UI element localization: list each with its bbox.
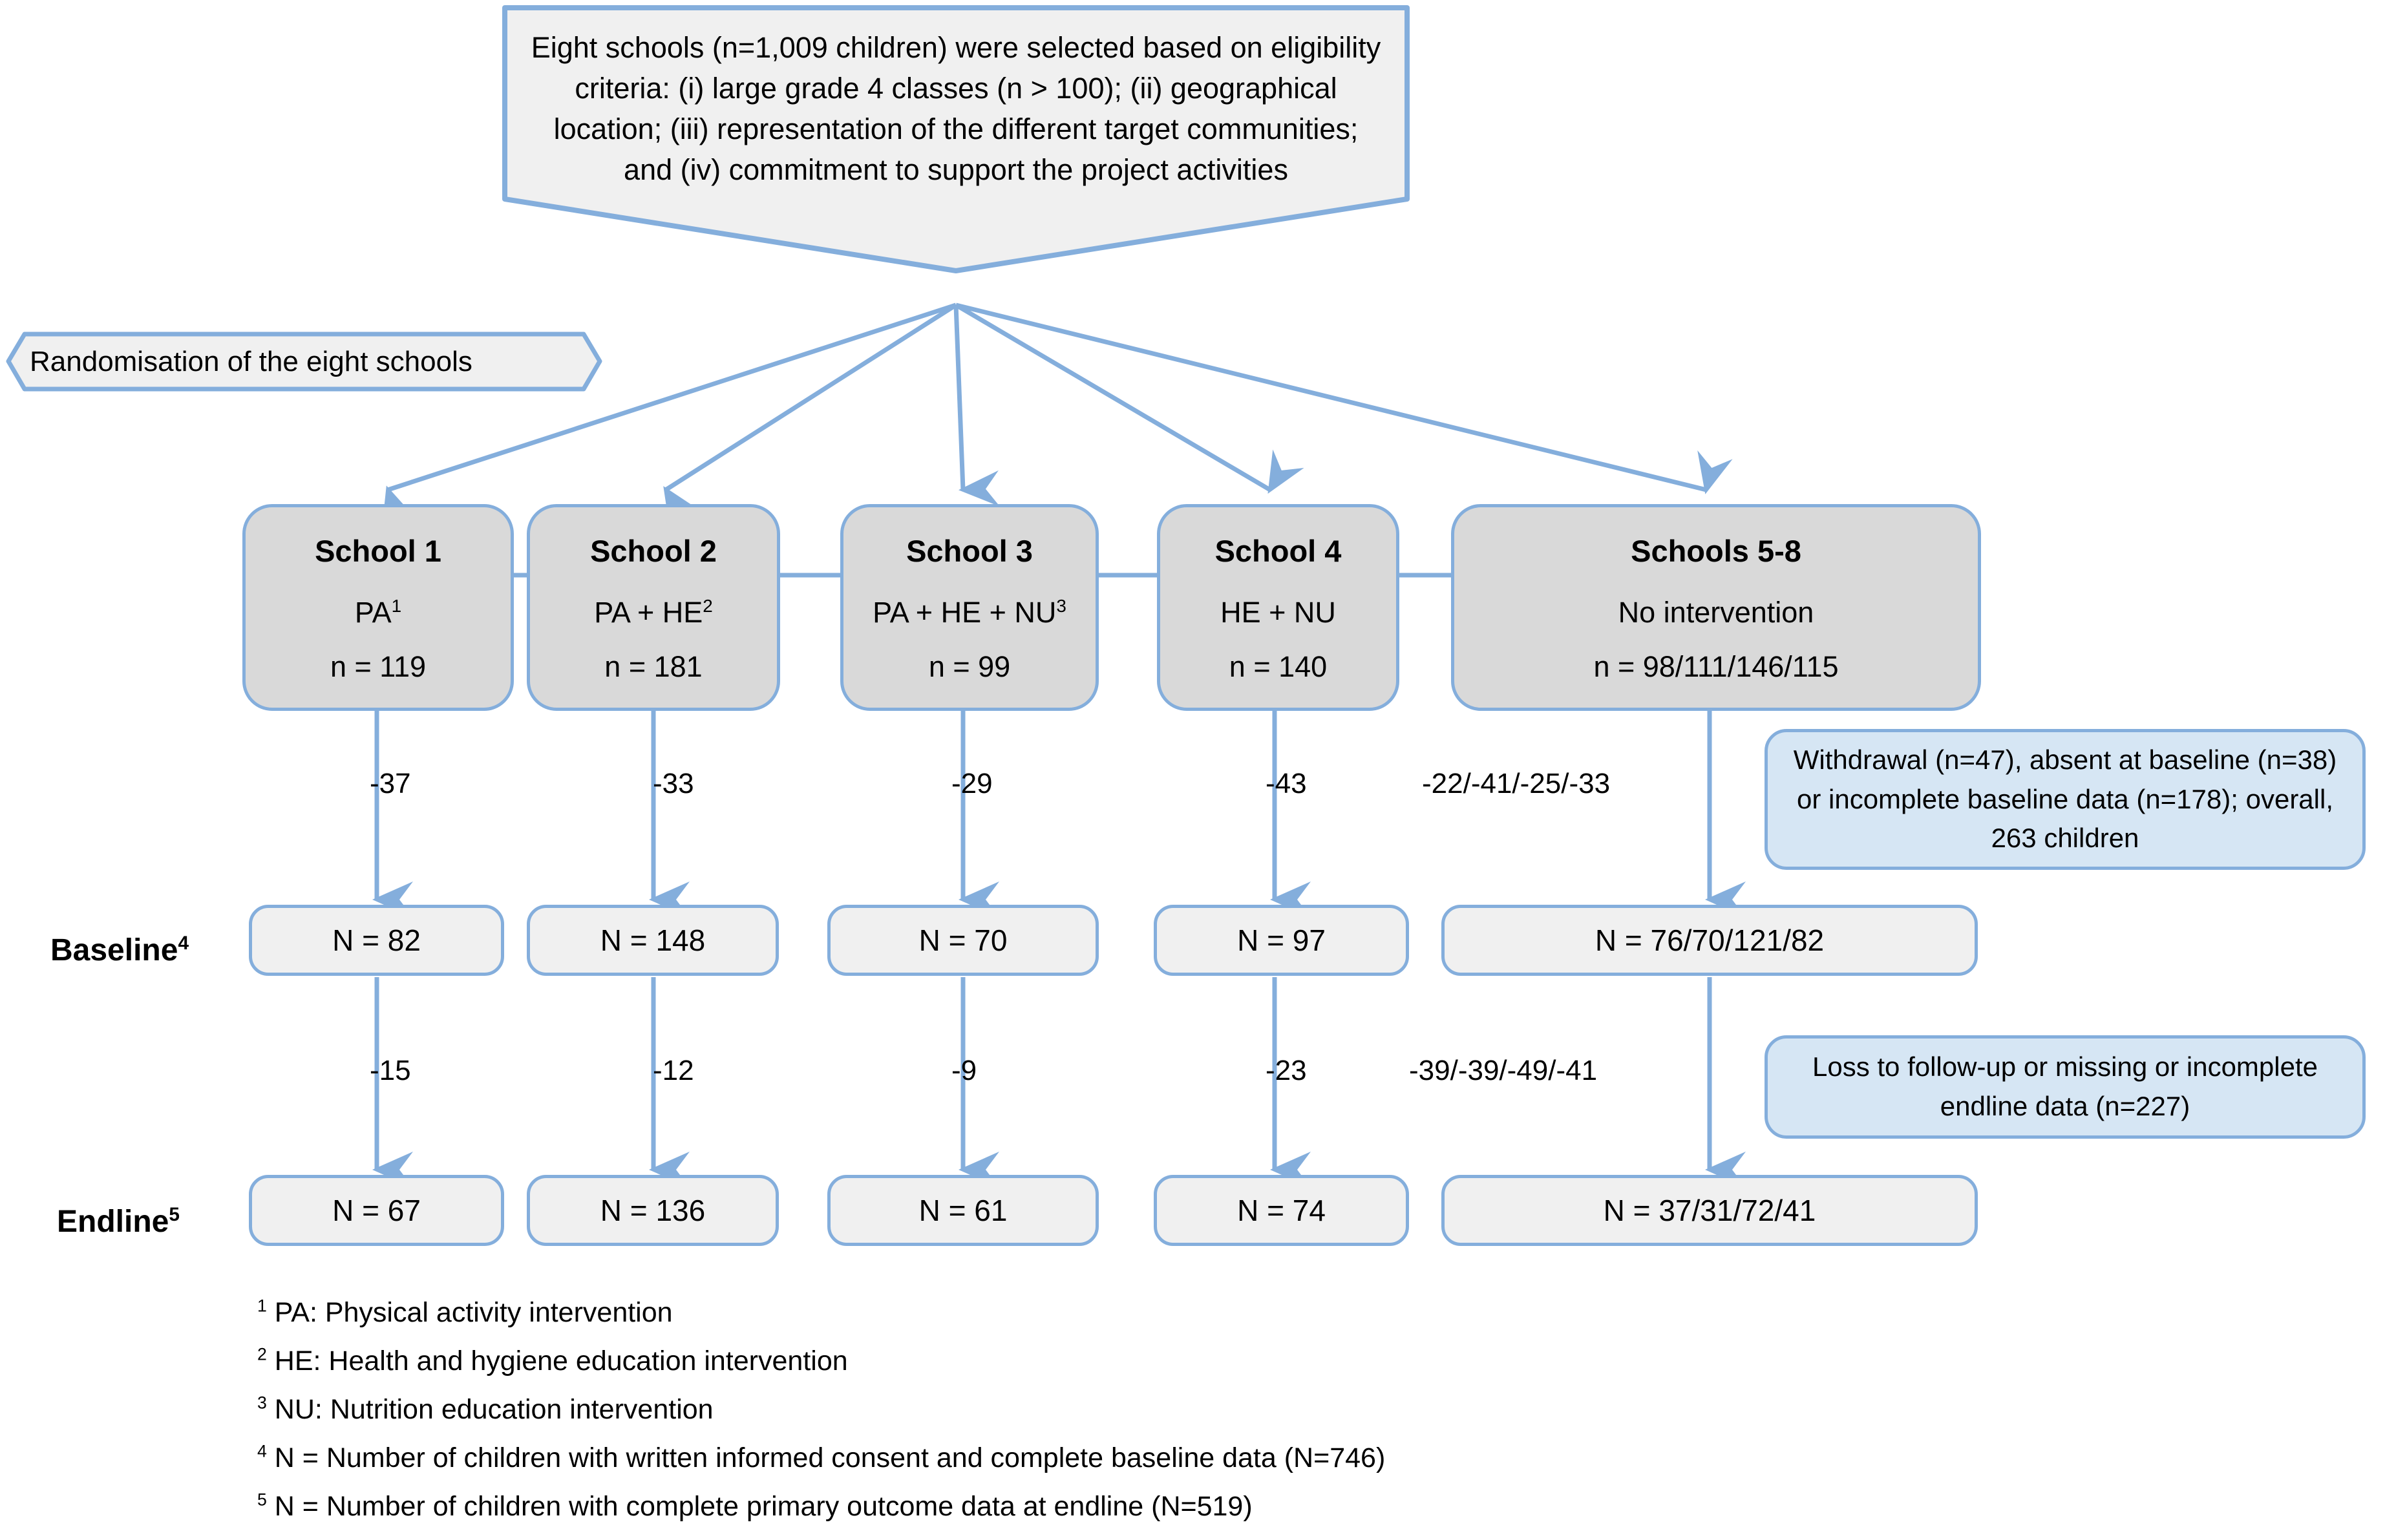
eligibility-statement-box: Eight schools (n=1,009 children) were se… <box>502 5 1410 273</box>
school-n: n = 98/111/146/115 <box>1593 650 1839 684</box>
school-title: School 3 <box>906 534 1033 569</box>
baseline-box-4[interactable]: N = 97 <box>1154 905 1409 976</box>
school-arm: PA1 <box>354 596 402 629</box>
school-n: n = 181 <box>604 650 703 684</box>
baseline-exclusion-callout: Withdrawal (n=47), absent at baseline (n… <box>1765 729 2366 870</box>
footnote-item: 1 PA: Physical activity intervention <box>257 1296 673 1328</box>
baseline-box-5-8[interactable]: N = 76/70/121/82 <box>1441 905 1978 976</box>
school-box-2[interactable]: School 2 PA + HE2 n = 181 <box>527 504 780 711</box>
endline-dropout-label-2: -12 <box>653 1055 694 1086</box>
school-box-1[interactable]: School 1 PA1 n = 119 <box>242 504 514 711</box>
endline-box-5-8[interactable]: N = 37/31/72/41 <box>1441 1175 1978 1246</box>
school-arm: No intervention <box>1618 596 1814 629</box>
dropout-label-1: -37 <box>370 768 411 799</box>
dropout-label-4: -43 <box>1266 768 1307 799</box>
baseline-box-1[interactable]: N = 82 <box>249 905 504 976</box>
baseline-box-2[interactable]: N = 148 <box>527 905 779 976</box>
footnote-item: 2 HE: Health and hygiene education inter… <box>257 1344 848 1377</box>
footnote-item: 3 NU: Nutrition education intervention <box>257 1393 714 1425</box>
endline-stage-label: Endline5 <box>57 1204 180 1239</box>
endline-exclusion-callout: Loss to follow-up or missing or incomple… <box>1765 1035 2366 1139</box>
school-arm: HE + NU <box>1220 596 1336 629</box>
school-arm: PA + HE2 <box>594 596 713 629</box>
baseline-box-3[interactable]: N = 70 <box>827 905 1099 976</box>
school-n: n = 140 <box>1229 650 1328 684</box>
endline-box-2[interactable]: N = 136 <box>527 1175 779 1246</box>
endline-dropout-label-4: -23 <box>1266 1055 1307 1086</box>
dropout-label-2: -33 <box>653 768 694 799</box>
dropout-label-3: -29 <box>951 768 993 799</box>
school-box-4[interactable]: School 4 HE + NU n = 140 <box>1157 504 1399 711</box>
endline-box-4[interactable]: N = 74 <box>1154 1175 1409 1246</box>
endline-dropout-label-5-8: -39/-39/-49/-41 <box>1409 1055 1598 1086</box>
dropout-label-5-8: -22/-41/-25/-33 <box>1422 768 1611 799</box>
endline-dropout-label-3: -9 <box>951 1055 977 1086</box>
school-title: School 1 <box>315 534 441 569</box>
footnote-list: 1 PA: Physical activity intervention 2 H… <box>257 1296 2261 1540</box>
randomisation-label: Randomisation of the eight schools <box>30 345 472 377</box>
eligibility-statement-text: Eight schools (n=1,009 children) were se… <box>531 31 1381 186</box>
school-box-5-8[interactable]: Schools 5-8 No intervention n = 98/111/1… <box>1451 504 1981 711</box>
hexagon-shape <box>6 332 602 392</box>
school-n: n = 119 <box>330 650 427 684</box>
pentagon-shape <box>502 5 1410 273</box>
endline-dropout-label-1: -15 <box>370 1055 411 1086</box>
footnote-item: 5 N = Number of children with complete p… <box>257 1490 1253 1522</box>
baseline-stage-label: Baseline4 <box>50 933 189 967</box>
endline-box-3[interactable]: N = 61 <box>827 1175 1099 1246</box>
footnote-item: 4 N = Number of children with written in… <box>257 1441 1386 1473</box>
school-box-3[interactable]: School 3 PA + HE + NU3 n = 99 <box>840 504 1099 711</box>
endline-box-1[interactable]: N = 67 <box>249 1175 504 1246</box>
school-title: Schools 5-8 <box>1631 534 1801 569</box>
school-title: School 2 <box>590 534 717 569</box>
school-n: n = 99 <box>928 650 1011 684</box>
randomisation-banner: Randomisation of the eight schools <box>5 331 603 392</box>
school-title: School 4 <box>1214 534 1342 569</box>
school-arm: PA + HE + NU3 <box>873 596 1066 629</box>
